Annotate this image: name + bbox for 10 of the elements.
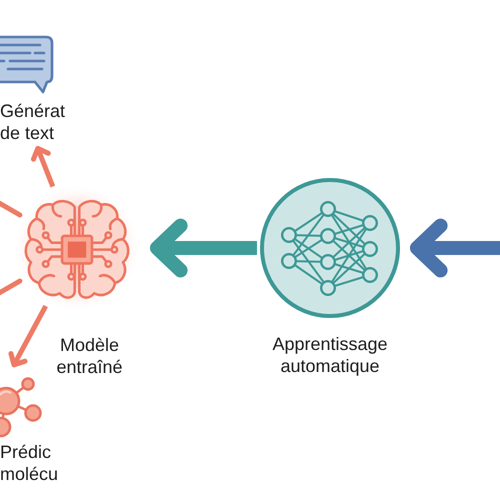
arrow	[8, 304, 48, 368]
node-label: Prédic molécu	[0, 441, 60, 485]
connector-line	[0, 278, 22, 298]
connector-line	[0, 198, 22, 218]
arrow	[150, 218, 257, 278]
node-label: Apprentissage automatique	[271, 333, 389, 377]
arrow	[30, 146, 56, 188]
node-label: Modèle entraîné	[55, 334, 124, 378]
node-label: Générat de text	[0, 100, 66, 144]
arrow	[410, 218, 500, 278]
